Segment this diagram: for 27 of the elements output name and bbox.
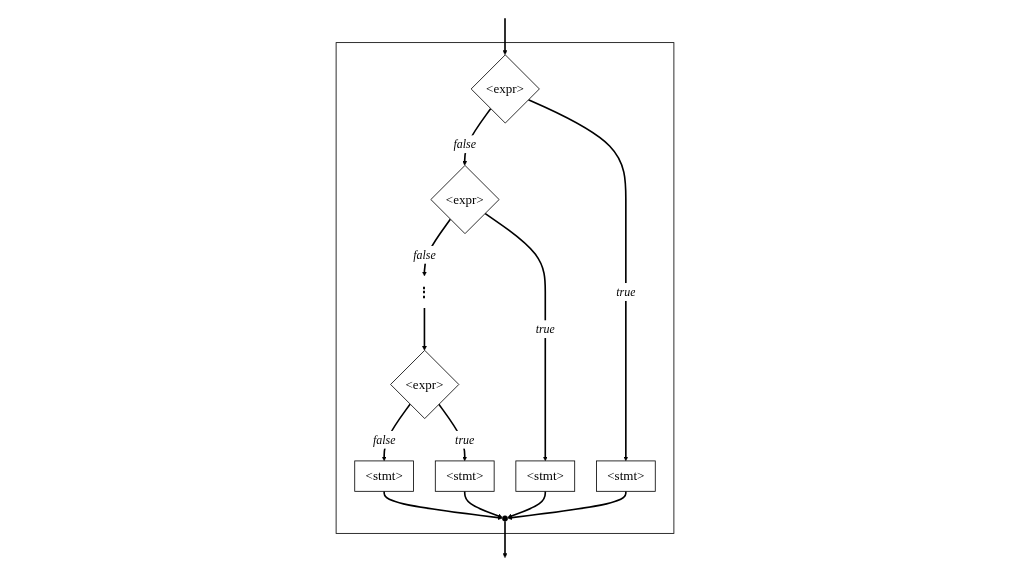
edge-label: true bbox=[535, 321, 555, 336]
node-diamond: <expr> bbox=[470, 53, 540, 123]
edge-label: false bbox=[372, 432, 395, 447]
edge-label: false bbox=[452, 136, 476, 151]
arrow bbox=[502, 519, 507, 558]
node-diamond: <expr> bbox=[389, 349, 459, 419]
cluster bbox=[335, 41, 674, 534]
edge-label: true bbox=[454, 432, 474, 447]
edge-label: true bbox=[615, 284, 635, 299]
arrow bbox=[421, 306, 427, 351]
node-text: ⋮ bbox=[416, 283, 431, 300]
arrow bbox=[437, 402, 467, 461]
node-circle bbox=[501, 514, 508, 521]
arrow bbox=[507, 490, 627, 520]
node-diamond: <expr> bbox=[429, 164, 499, 234]
arrow bbox=[502, 16, 507, 55]
arrow bbox=[461, 107, 491, 166]
node-box: <stmt> bbox=[595, 460, 656, 492]
arrow bbox=[506, 490, 546, 518]
arrow bbox=[463, 490, 503, 518]
node-box: <stmt> bbox=[353, 460, 414, 492]
node-box: <stmt> bbox=[434, 460, 495, 492]
node-box: <stmt> bbox=[514, 460, 575, 492]
arrow bbox=[527, 98, 628, 461]
arrow bbox=[382, 490, 502, 520]
arrow bbox=[483, 212, 548, 461]
edge-label: false bbox=[412, 247, 436, 262]
